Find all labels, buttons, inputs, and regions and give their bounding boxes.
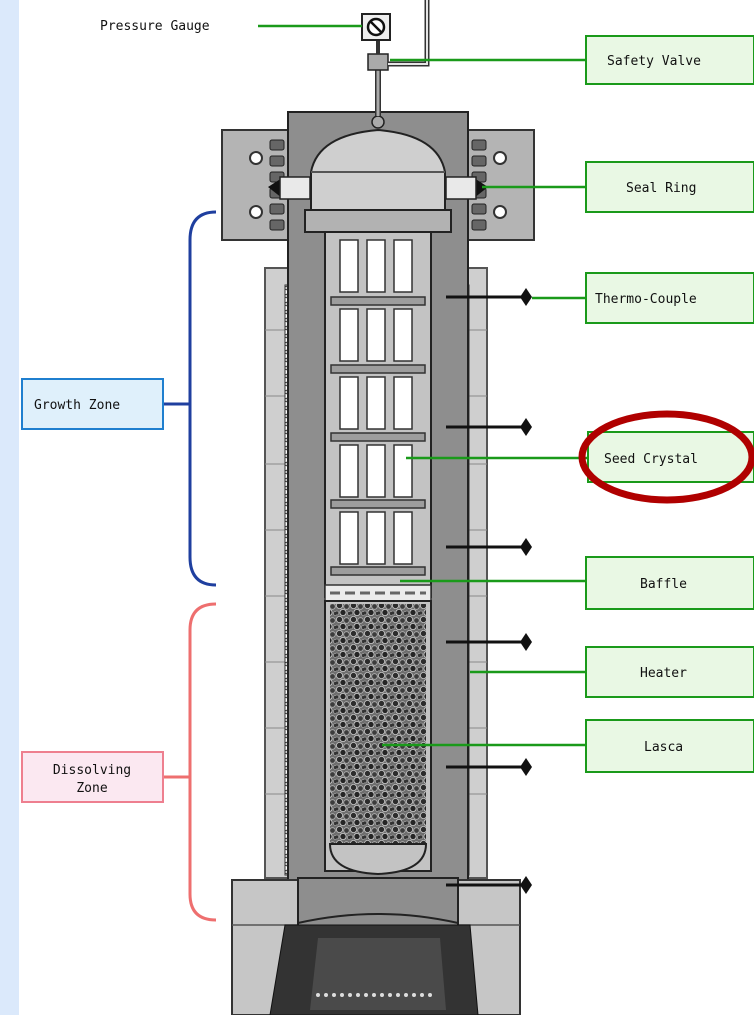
callout-safety-valve: Safety Valve [586, 36, 754, 84]
callout-lasca: Lasca [586, 720, 754, 772]
pressure-gauge-label: Pressure Gauge [100, 19, 210, 34]
growth-zone-label: Growth Zone [34, 398, 120, 413]
closure-dome [311, 130, 445, 210]
callout-baffle: Baffle [586, 557, 754, 609]
lasca-nutrient [330, 604, 426, 844]
callout-seed-crystal: Seed Crystal [588, 432, 754, 482]
svg-text:Heater: Heater [640, 666, 687, 681]
dissolving-zone-label-line2: Zone [76, 781, 107, 796]
svg-text:Safety Valve: Safety Valve [607, 54, 701, 69]
svg-text:Seal Ring: Seal Ring [626, 181, 696, 196]
svg-text:Thermo-Couple: Thermo-Couple [595, 292, 697, 307]
closure-plug [305, 210, 451, 232]
svg-text:Baffle: Baffle [640, 577, 687, 592]
callout-thermo-couple: Thermo-Couple [586, 273, 754, 323]
dissolving-zone-label-line1: Dissolving [53, 763, 131, 778]
autoclave [222, 0, 534, 1015]
svg-text:Seed Crystal: Seed Crystal [604, 452, 698, 467]
callout-seal-ring: Seal Ring [586, 162, 754, 212]
burner-holes [316, 993, 432, 997]
safety-valve-body [368, 54, 388, 70]
svg-text:Lasca: Lasca [644, 740, 683, 755]
callout-heater: Heater [586, 647, 754, 697]
seed-crystals [340, 240, 412, 564]
